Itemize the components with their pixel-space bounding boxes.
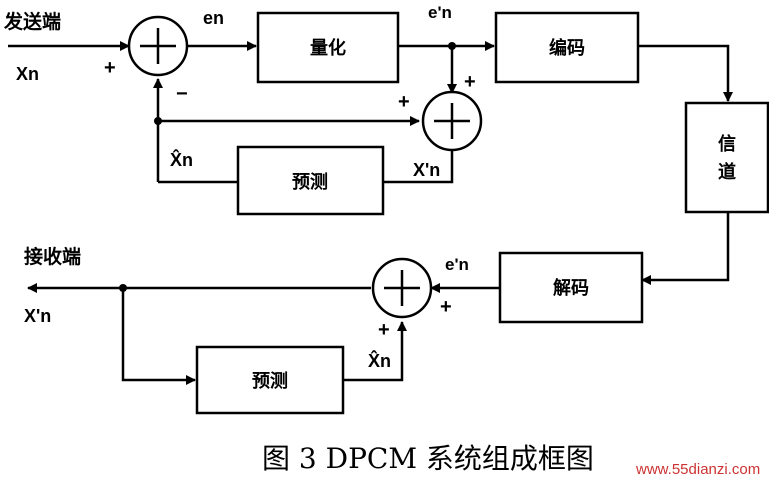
- encoder-block: [494, 11, 640, 84]
- signal-en-prime-top: e'n: [428, 3, 452, 22]
- sign-sum2-left: +: [398, 91, 410, 113]
- signal-en: en: [203, 8, 224, 28]
- predictor-rx-label: 预测: [252, 370, 288, 392]
- predictor-tx-label: 预测: [292, 171, 328, 193]
- channel-label-2: 道: [718, 161, 736, 183]
- to-predictor-rx-line: [121, 288, 196, 385]
- signal-xn-in: Xn: [16, 64, 39, 84]
- junction-dot-feedback: [154, 117, 162, 125]
- summer-1: [127, 15, 189, 77]
- channel-block: [684, 101, 769, 214]
- sign-sum1-in: +: [104, 57, 116, 79]
- signal-xn-prime-out: X'n: [24, 306, 51, 326]
- signal-en-prime-rx: e'n: [445, 255, 469, 274]
- predictor-tx-block: [236, 145, 385, 216]
- quantizer-label: 量化: [310, 37, 346, 59]
- sign-sum3-right: +: [440, 296, 452, 318]
- sign-sum2-top: +: [464, 71, 476, 93]
- summer-3: [371, 257, 433, 319]
- predictor-rx-to-sum3-line: [343, 321, 407, 382]
- decoder-label: 解码: [553, 277, 589, 299]
- quantizer-block: [256, 11, 400, 84]
- sum2-to-predictor-line: [383, 149, 454, 184]
- figure-caption: 图 3 DPCM 系统组成框图: [262, 442, 594, 475]
- signal-xhat-tx: X̂n: [170, 149, 193, 170]
- summer-2: [421, 90, 483, 152]
- channel-label-1: 信: [718, 133, 736, 155]
- sign-sum1-feedback: −: [176, 83, 188, 105]
- sign-sum3-bottom: +: [378, 319, 390, 341]
- channel-to-decode-line: [641, 212, 730, 285]
- signal-xn-prime-tx: X'n: [413, 160, 440, 180]
- signal-xhat-rx: X̂n: [368, 350, 391, 371]
- encoder-label: 编码: [549, 37, 585, 59]
- predictor-rx-block: [195, 345, 345, 415]
- receiver-label: 接收端: [24, 245, 81, 268]
- sender-label: 发送端: [3, 10, 61, 33]
- encode-to-channel-line: [638, 44, 733, 102]
- decoder-block: [498, 251, 644, 324]
- watermark: www.55dianzi.com: [635, 461, 760, 478]
